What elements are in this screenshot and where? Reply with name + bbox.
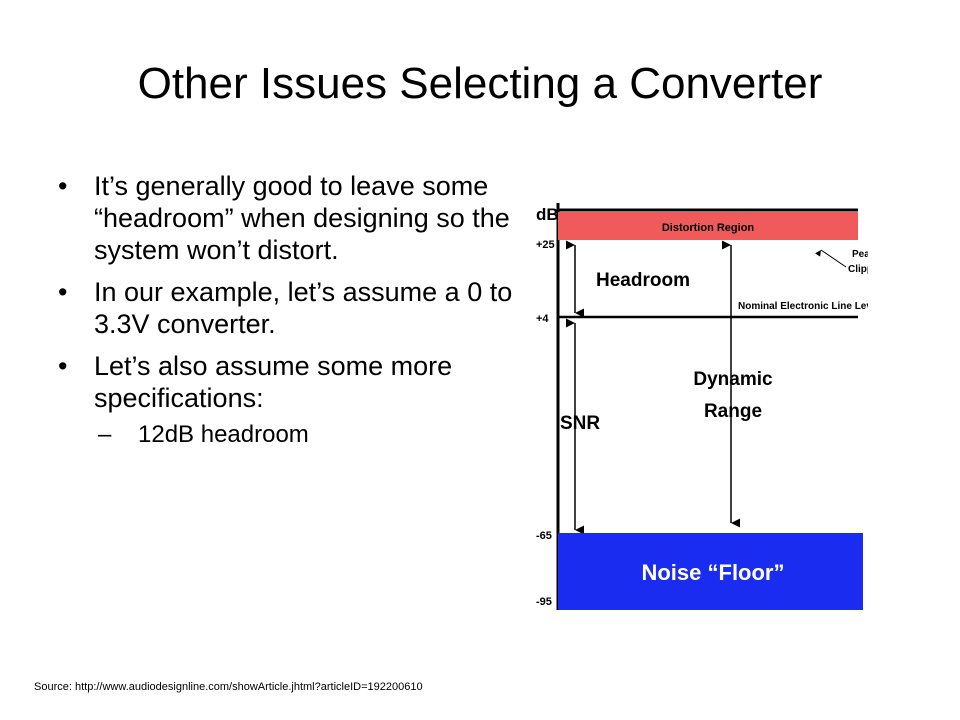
range-label: Range [704,401,762,422]
peak-level-label: Peak Level - [852,249,868,260]
level-label-minus95: -95 [536,596,552,608]
bullet-item: • It’s generally good to leave some “hea… [58,170,518,266]
distortion-region-label: Distortion Region [662,222,755,234]
source-citation: Source: http://www.audiodesignline.com/s… [34,681,423,693]
bullet-marker: • [58,351,68,381]
bullet-marker: • [58,171,68,201]
headroom-label: Headroom [596,270,690,291]
level-label-plus25: +25 [536,239,555,251]
bullet-marker: • [58,277,68,307]
sub-bullet-marker: – [98,421,112,448]
dynamic-label: Dynamic [693,369,773,390]
noise-floor-region [558,533,863,610]
nominal-line-label: Nominal Electronic Line Level [738,301,868,312]
peak-level-arrow [815,249,847,268]
slide-title: Other Issues Selecting a Converter [137,59,823,108]
bullet-text: In our example, let’s assume a 0 to 3.3V… [94,277,513,339]
distortion-region [558,212,858,240]
sub-bullet-item: – 12dB headroom [58,420,518,450]
axis-unit-label: dB [536,205,559,224]
clipping-point-label: Clipping Point [848,264,868,275]
bullet-text: It’s generally good to leave some “headr… [94,171,510,265]
bullet-item: • Let’s also assume some more specificat… [58,350,518,414]
level-label-plus4: +4 [536,313,549,325]
level-label-minus65: -65 [536,530,552,542]
sub-bullet-text: 12dB headroom [138,421,309,448]
snr-label: SNR [560,413,600,434]
bullet-list: • It’s generally good to leave some “hea… [58,170,518,450]
bullet-item: • In our example, let’s assume a 0 to 3.… [58,276,518,340]
dynamic-range-diagram: dB +25 +4 -65 -95 Distortion Region Peak… [536,203,868,610]
bullet-text: Let’s also assume some more specificatio… [94,351,453,413]
noise-floor-label: Noise “Floor” [641,560,784,585]
